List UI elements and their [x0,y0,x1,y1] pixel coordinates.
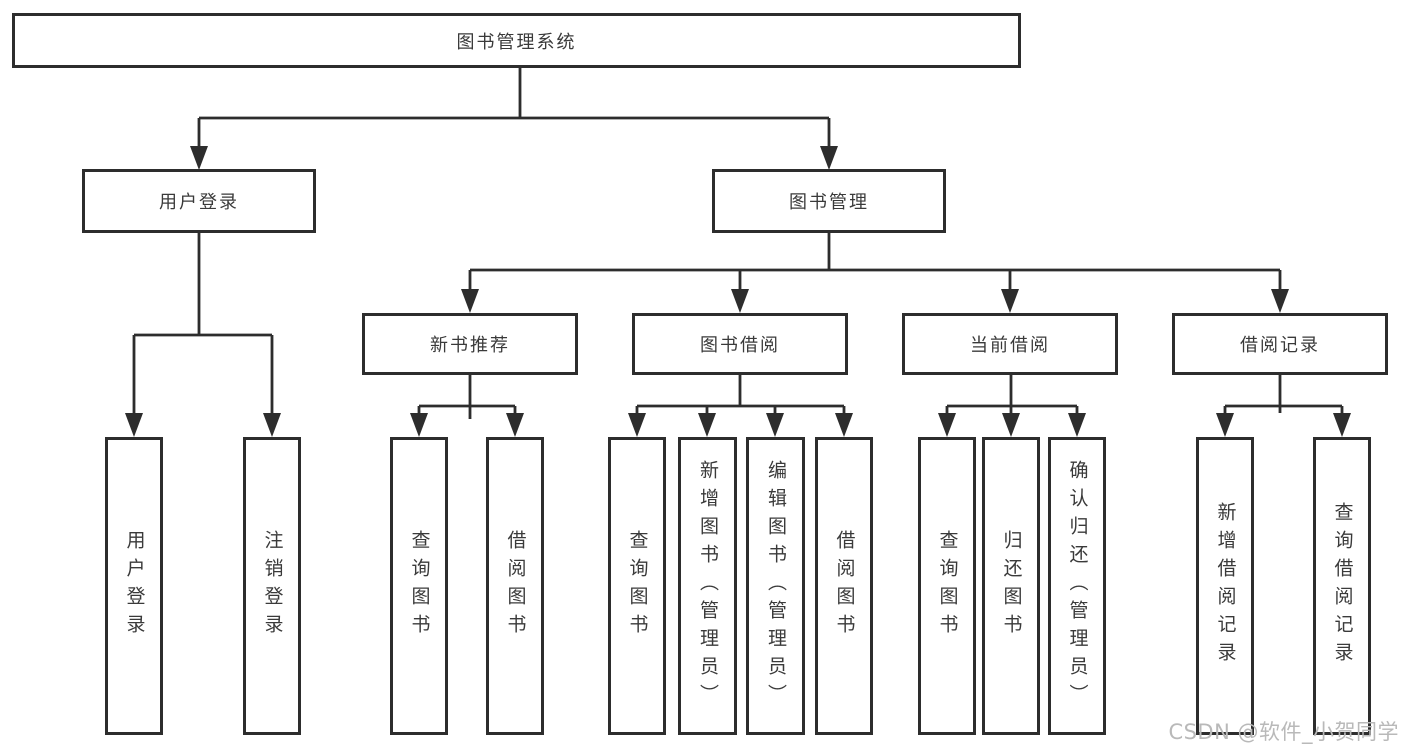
leaf-nb-query-books: 查询图书 [390,437,448,735]
node-label: 新书推荐 [430,335,510,356]
leaf-bb-borrow-books: 借阅图书 [815,437,873,735]
node-book-borrow: 图书借阅 [632,313,848,375]
leaf-cb-query-books: 查询图书 [918,437,976,735]
leaf-label: 查询图书 [626,530,649,642]
leaf-cb-return-books: 归还图书 [982,437,1040,735]
leaf-label: 确认归还（管理员） [1066,460,1089,712]
leaf-bb-query-books: 查询图书 [608,437,666,735]
leaf-label: 查询图书 [408,530,431,642]
leaf-label: 编辑图书（管理员） [765,460,787,712]
node-book-management: 图书管理 [712,169,946,233]
csdn-watermark: CSDN @软件_小贺同学 [1168,720,1399,744]
leaf-user-login: 用户登录 [105,437,163,735]
leaf-label: 注销登录 [261,530,284,642]
node-label: 当前借阅 [970,335,1050,356]
node-label: 用户登录 [159,192,239,213]
leaf-label: 归还图书 [1000,530,1023,642]
leaf-bb-add-books-admin: 新增图书（管理员） [678,437,737,735]
leaf-cb-confirm-return-admin: 确认归还（管理员） [1048,437,1106,735]
node-new-book-recommend: 新书推荐 [362,313,578,375]
leaf-label: 查询图书 [936,530,959,642]
node-label: 图书借阅 [700,335,780,356]
leaf-label: 借阅图书 [833,530,856,642]
node-user-login: 用户登录 [82,169,316,233]
leaf-label: 查询借阅记录 [1331,502,1354,670]
arrowheads [125,146,1351,437]
node-label: 图书管理系统 [456,31,577,53]
leaf-label: 新增图书（管理员） [697,460,719,712]
node-borrow-records: 借阅记录 [1172,313,1388,375]
leaf-nb-borrow-books: 借阅图书 [486,437,544,735]
leaf-label: 用户登录 [123,530,146,642]
leaf-br-add-record: 新增借阅记录 [1196,437,1254,735]
leaf-label: 借阅图书 [504,530,527,642]
node-current-borrow: 当前借阅 [902,313,1118,375]
leaf-br-query-record: 查询借阅记录 [1313,437,1371,735]
node-label: 图书管理 [789,192,869,213]
node-root: 图书管理系统 [12,13,1021,68]
node-label: 借阅记录 [1240,335,1320,356]
leaf-logout: 注销登录 [243,437,301,735]
leaf-label: 新增借阅记录 [1214,502,1237,670]
leaf-bb-edit-books-admin: 编辑图书（管理员） [746,437,805,735]
